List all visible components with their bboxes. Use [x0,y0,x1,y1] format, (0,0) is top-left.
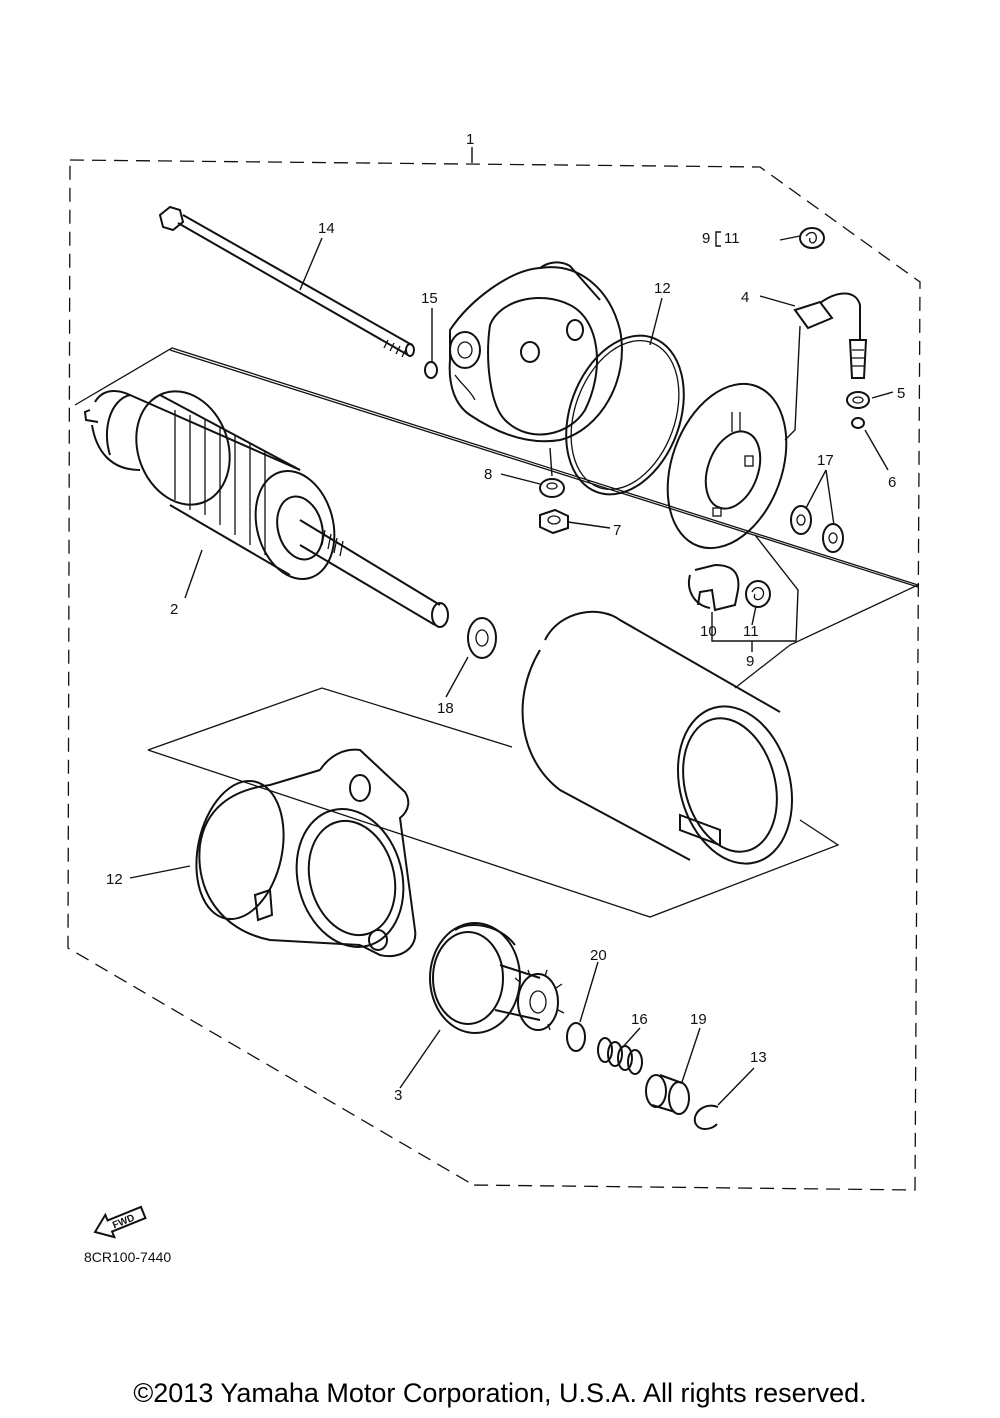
callout-8: 8 [484,466,492,483]
through-bolt [158,205,415,358]
callout-3: 3 [394,1087,402,1104]
brush-holder [688,563,740,612]
callout-2: 2 [170,601,178,618]
callout-5: 5 [897,385,905,402]
callout-1: 1 [466,131,474,148]
svg-text:FWD: FWD [111,1213,136,1232]
callout-15: 15 [421,290,438,307]
callout-leaders [129,147,894,1106]
brush-spring-11-upper [799,227,825,249]
washer-20 [566,1022,586,1052]
circlip-13 [693,1104,719,1130]
callout-12-lower: 12 [106,871,123,888]
brush-plate [666,382,788,550]
callout-11-lower: 11 [743,623,759,640]
callout-20: 20 [590,947,607,964]
callout-17: 17 [817,452,834,469]
callout-19: 19 [690,1011,707,1028]
spring-16 [597,1037,643,1075]
callout-10: 10 [700,623,717,640]
callout-9-upper: 9 [702,230,710,247]
o-ring-large-upper [565,334,685,496]
callout-16: 16 [631,1011,648,1028]
copyright-notice: ©2013 Yamaha Motor Corporation, U.S.A. A… [133,1378,867,1408]
nut-8 [539,478,565,498]
callout-14: 14 [318,220,335,237]
front-cover [198,748,417,958]
callout-4: 4 [741,289,749,306]
callout-11-upper: 11 [724,230,740,247]
o-ring-small [424,361,438,379]
lower-assembly-plane [147,687,840,918]
callout-7: 7 [613,522,621,539]
nut-5 [846,391,870,409]
o-ring-6 [851,417,865,429]
lead-wire-terminal [793,292,868,379]
yoke [521,610,794,865]
middle-plane-left [169,349,919,588]
upper-assembly-plane [74,347,920,689]
callout-6: 6 [888,474,896,491]
rear-cover [448,261,623,443]
callout-13: 13 [750,1049,767,1066]
collar-19 [645,1074,690,1115]
washer-17b [822,523,844,553]
callout-9-lower: 9 [746,653,754,670]
nut-7 [539,508,569,535]
starter-clutch [429,922,565,1034]
washer-17a [790,505,812,535]
washer-18 [467,617,497,659]
callout-12-upper: 12 [654,280,671,297]
o-ring-large-lower [195,779,285,921]
assembly-boundary [67,159,921,1191]
fwd-arrow-icon: FWD [93,1205,147,1239]
brush-spring-11-lower [745,580,771,608]
armature [83,389,449,628]
callout-18: 18 [437,700,454,717]
diagram-code: 8CR100-7440 [84,1249,171,1265]
